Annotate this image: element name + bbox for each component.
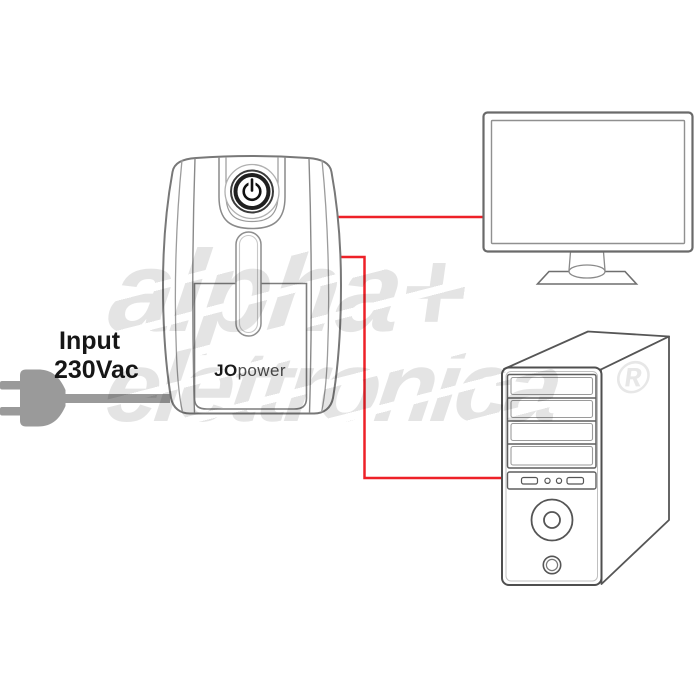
ups-front-left-edge: [191, 158, 196, 414]
input-voltage-label: Input 230Vac: [54, 327, 139, 385]
drive-bay-slot: [510, 445, 594, 466]
monitor: [482, 111, 694, 285]
power-button-shroud-inner: [225, 157, 279, 223]
ups-brand-bold: JO: [214, 361, 238, 380]
plug-prong-top: [0, 381, 24, 390]
power-button-shroud-outer: [218, 157, 286, 230]
power-icon: [242, 178, 262, 202]
ups-vent-slot-inner: [238, 234, 259, 334]
computer-tower: [501, 330, 670, 586]
drive-bay-slot: [510, 399, 594, 419]
ups-vent-slot: [235, 231, 262, 337]
reset-button-icon: [542, 555, 562, 575]
ups-unit: [161, 155, 343, 415]
input-label-line2: 230Vac: [54, 356, 139, 384]
input-plug-and-cable: [0, 369, 170, 427]
io-panel-button-left: [520, 476, 539, 485]
ups-to-tower-line: [337, 255, 502, 480]
ups-front-right-edge: [308, 158, 313, 414]
drive-bay-slot: [510, 422, 594, 442]
io-panel-button-right: [566, 476, 585, 485]
ups-right-contour: [320, 159, 330, 413]
tower-front-bezel: [505, 371, 598, 582]
power-button-icon: [530, 498, 574, 542]
io-panel-led-left: [544, 477, 551, 484]
plug-body: [20, 369, 66, 427]
input-label-line1: Input: [59, 327, 121, 355]
drive-bays: [506, 373, 597, 469]
monitor-screen: [490, 119, 686, 245]
connection-lines: [337, 215, 502, 480]
drive-bay-slot: [510, 376, 594, 396]
ups-brand-logo: JOpower: [193, 361, 307, 381]
io-panel-led-right: [555, 477, 563, 484]
plug-prong-bottom: [0, 407, 24, 416]
power-cable: [60, 394, 170, 403]
ups-front-panel: [193, 282, 308, 410]
ups-brand-light: power: [237, 361, 286, 380]
tower-io-panel: [506, 471, 597, 490]
tower-right-face: [600, 335, 670, 585]
monitor-neck-foot: [568, 264, 606, 279]
ups-left-contour: [174, 159, 184, 413]
